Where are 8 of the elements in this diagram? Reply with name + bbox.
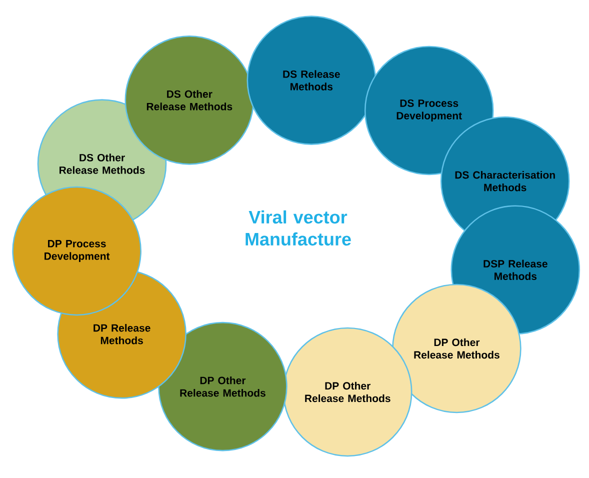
circle-node: DS Other Release Methods	[124, 36, 254, 165]
circle-node: DP Other Release Methods	[392, 284, 522, 414]
circle-node: DP Other Release Methods	[158, 322, 288, 452]
node-label: DSP Release Methods	[484, 260, 548, 280]
circle-node: DP Other Release Methods	[282, 327, 412, 457]
center-title: Viral vector Manufacture	[246, 210, 351, 246]
circle-node: DS Release Methods	[246, 16, 376, 145]
circle-node: DP Process Development	[12, 186, 142, 316]
